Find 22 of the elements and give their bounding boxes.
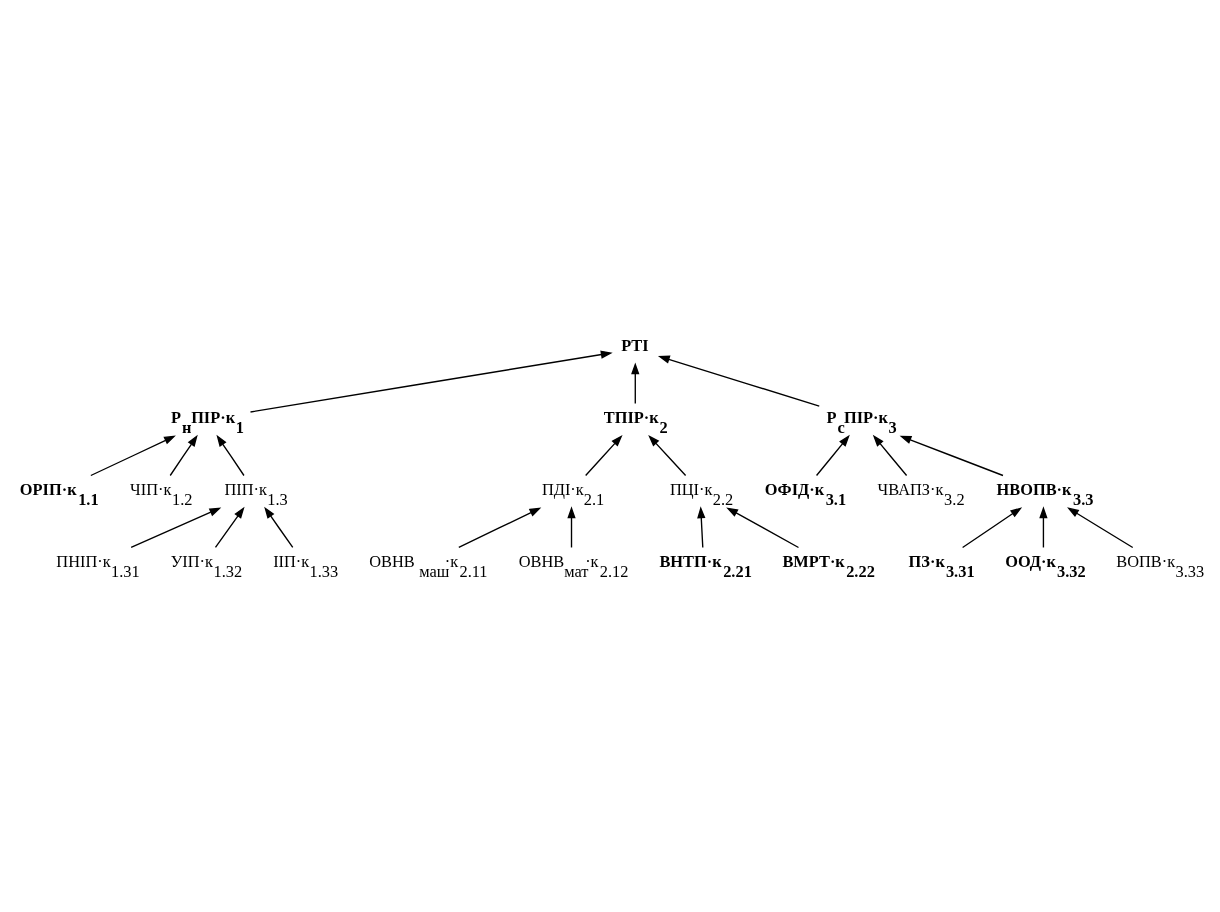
arrow [216,434,245,477]
arrow [697,506,706,549]
arrow [631,362,640,405]
arrow [961,507,1023,549]
arrow [648,434,687,477]
arrow [249,350,613,413]
arrow [264,506,294,549]
arrow [899,435,1004,477]
arrow [130,507,222,549]
arrow [657,355,820,407]
arrow [1067,507,1134,549]
arrow [214,506,245,549]
arrow [815,434,850,477]
arrow [585,434,623,477]
arrow [872,434,908,477]
arrow [458,507,542,549]
arrow [567,506,576,549]
arrow [169,434,198,477]
arrow [726,507,800,549]
arrow [1039,506,1048,549]
arrow [90,435,176,477]
node-text: РТІ [621,336,649,356]
